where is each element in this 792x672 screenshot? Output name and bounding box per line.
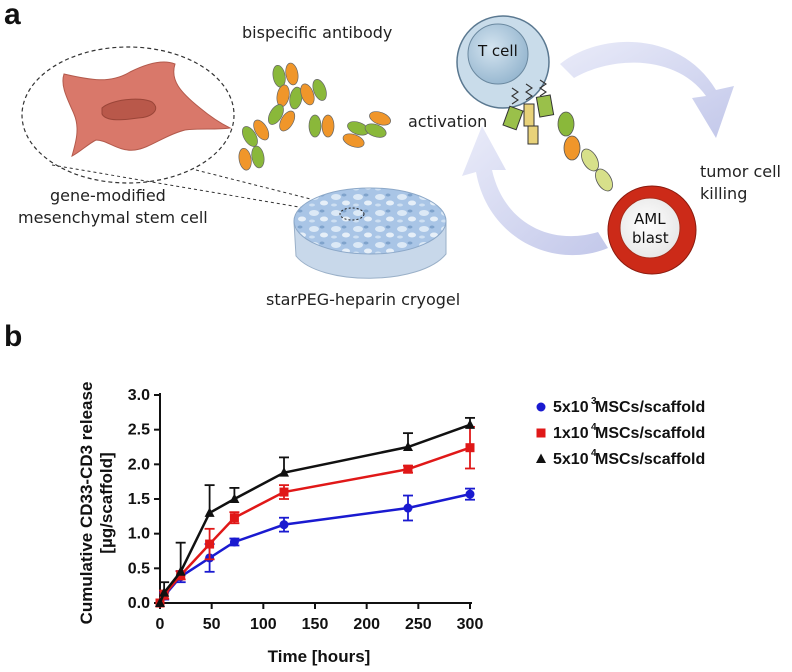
antibody-icon — [268, 104, 296, 132]
legend-marker — [536, 453, 546, 463]
y-axis-title-line2: [µg/scaffold] — [97, 452, 116, 553]
antibody-group — [238, 62, 391, 171]
data-point — [279, 467, 289, 477]
bispecific-antibody-label: bispecific antibody — [242, 23, 392, 42]
series-1 — [155, 487, 475, 608]
data-point — [205, 539, 215, 549]
legend-label-rest: MSCs/scaffold — [595, 425, 705, 442]
legend-marker — [536, 402, 546, 412]
x-ticks: 0 50 100 150 200 250 300 — [156, 603, 484, 633]
legend-label: 5x10 — [553, 451, 589, 468]
data-point — [279, 520, 289, 530]
data-point — [155, 597, 165, 607]
series-3 — [155, 416, 475, 607]
cryogel-top — [293, 187, 447, 255]
x-tick-label: 300 — [457, 616, 484, 633]
killing-label-line2: killing — [700, 184, 747, 203]
data-point — [229, 493, 240, 503]
curved-arrow-bottom — [462, 126, 608, 256]
cd3-complex — [502, 94, 555, 145]
legend-label-exponent: 4 — [591, 422, 597, 433]
x-tick-label: 150 — [302, 616, 329, 633]
plot-series — [155, 416, 475, 608]
legend-label-exponent: 4 — [591, 448, 597, 459]
y-ticks: 0.0 0.5 1.0 1.5 2.0 2.5 3.0 — [128, 387, 160, 612]
legend-label-rest: MSCs/scaffold — [595, 399, 705, 416]
curved-arrow-top — [560, 41, 734, 138]
antibody-icon — [272, 62, 299, 88]
panel-b-letter: b — [4, 320, 22, 353]
antibody-icon — [300, 79, 327, 106]
antibody-icon — [238, 145, 265, 171]
series-line — [158, 423, 471, 604]
cryogel-zoom-circle — [339, 207, 365, 221]
msc-label-line2: mesenchymal stem cell — [18, 208, 208, 227]
data-point — [403, 441, 413, 451]
data-point — [175, 566, 186, 576]
legend-label-rest: MSCs/scaffold — [595, 451, 705, 468]
x-tick-label: 0 — [156, 616, 165, 633]
x-tick-label: 100 — [250, 616, 277, 633]
y-tick-label: 3.0 — [128, 387, 150, 404]
y-tick-label: 0.0 — [128, 595, 150, 612]
cell-nucleus — [101, 98, 157, 121]
data-point — [465, 419, 475, 429]
data-point — [403, 464, 413, 474]
cryogel-label: starPEG-heparin cryogel — [266, 290, 460, 309]
panel-a: a T cell — [4, 0, 781, 309]
legend-marker — [536, 428, 546, 438]
antibody-icon — [242, 119, 270, 147]
aml-label-line1: AML — [634, 210, 666, 228]
y-axis-title-line1: Cumulative CD33-CD3 release — [77, 382, 96, 625]
x-axis-title: Time [hours] — [268, 647, 371, 666]
series-2 — [155, 425, 475, 608]
y-tick-label: 0.5 — [128, 560, 150, 577]
x-tick-label: 250 — [405, 616, 432, 633]
data-point — [465, 489, 475, 499]
aml-label-line2: blast — [632, 229, 669, 247]
data-point — [279, 487, 289, 497]
y-tick-label: 2.0 — [128, 456, 150, 473]
zoom-line-left — [51, 164, 347, 216]
data-point — [465, 443, 475, 453]
t-cell-label: T cell — [477, 42, 518, 60]
bound-antibody — [557, 111, 613, 192]
data-point — [204, 507, 215, 517]
antibody-icon — [364, 111, 391, 138]
panel-b: b Cumulative CD33-CD3 release [µg/scaffo… — [4, 320, 705, 666]
y-tick-label: 1.5 — [128, 491, 150, 508]
t-cell: T cell — [456, 15, 550, 109]
antibody-icon — [342, 121, 369, 148]
aml-blast: AML blast — [607, 185, 697, 275]
msc-label-line1: gene-modified — [50, 186, 166, 205]
x-tick-label: 200 — [353, 616, 380, 633]
series-line — [158, 446, 471, 604]
killing-label-line1: tumor cell — [700, 162, 781, 181]
panel-a-letter: a — [4, 0, 21, 31]
msc-zoom-outline — [21, 46, 235, 184]
data-point — [159, 587, 170, 597]
y-tick-label: 1.0 — [128, 526, 150, 543]
legend-label: 1x10 — [553, 425, 589, 442]
legend-label: 5x10 — [553, 399, 589, 416]
legend-label-exponent: 3 — [591, 396, 597, 407]
activation-label: activation — [408, 112, 487, 131]
antibody-icon — [308, 114, 335, 138]
y-tick-label: 2.5 — [128, 422, 150, 439]
tcr-receptors — [511, 79, 547, 105]
x-tick-label: 50 — [203, 616, 221, 633]
data-point — [403, 503, 413, 513]
data-point — [229, 537, 239, 547]
data-point — [229, 513, 239, 523]
